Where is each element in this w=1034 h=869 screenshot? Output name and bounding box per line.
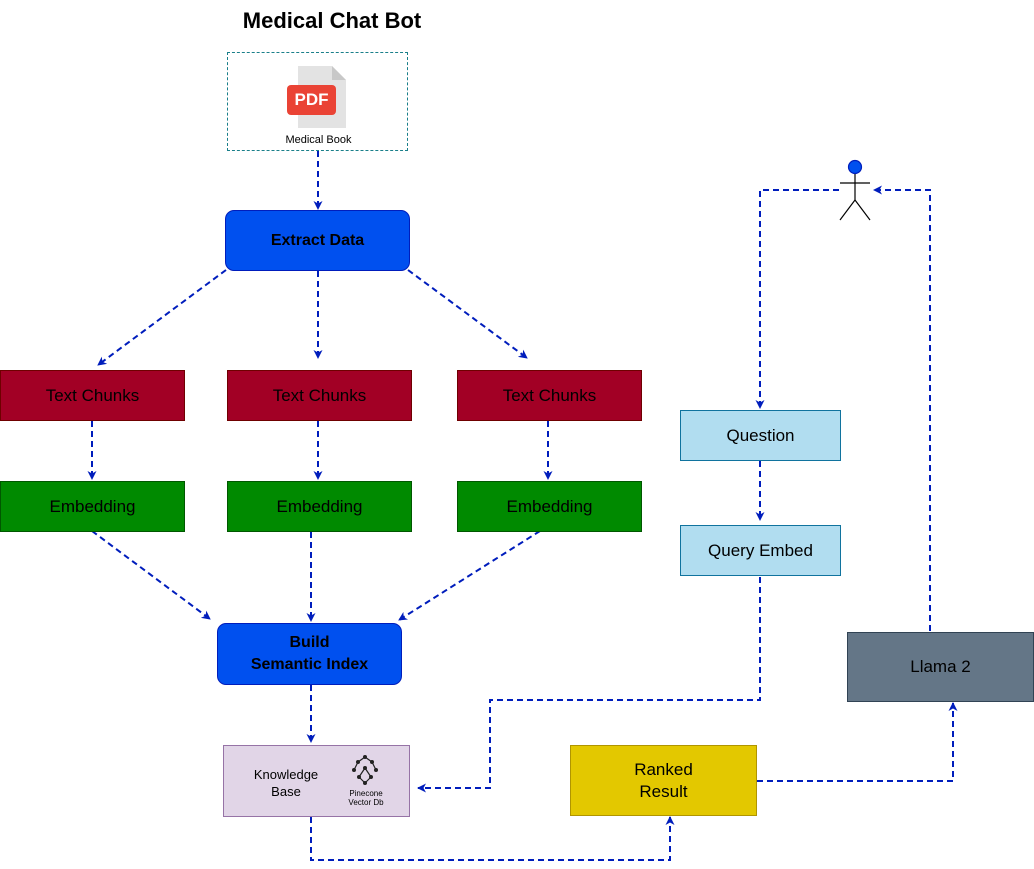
embedding-node-1: Embedding [0,481,185,532]
ranked-result-line-1: Ranked [634,759,693,779]
ranked-result-node: Ranked Result [570,745,757,816]
diagram-title: Medical Chat Bot [242,8,422,33]
text-chunks-node-3: Text Chunks [457,370,642,421]
text-chunks-node-1: Text Chunks [0,370,185,421]
build-semantic-index-node: Build Semantic Index [217,623,402,685]
text-chunks-label-3: Text Chunks [502,385,597,405]
arrow-embed-1-to-index [91,530,211,620]
question-label: Question [726,425,795,445]
knowledge-base-line-1: Knowledge [253,767,319,782]
knowledge-base-label: Knowledge Base [242,766,330,800]
knowledge-base-line-2: Base [271,784,301,799]
arrow-kb-to-ranked [310,816,675,861]
text-chunks-node-2: Text Chunks [227,370,412,421]
embedding-node-2: Embedding [227,481,412,532]
knowledge-base-node: Knowledge Base Pinecone Vector Db [223,745,410,817]
extract-data-label: Extract Data [270,231,365,249]
extract-data-node: Extract Data [225,210,410,271]
llama-2-node: Llama 2 [847,632,1034,702]
medical-book-source: PDF Medical Book [227,52,408,151]
embedding-label-3: Embedding [506,496,593,516]
build-index-line-2: Semantic Index [250,656,369,673]
pinecone-logo-icon [352,755,378,785]
text-chunks-label-1: Text Chunks [45,385,140,405]
person-actor-icon [839,159,871,221]
llama-2-label: Llama 2 [910,657,971,676]
arrow-extract-to-chunk-1 [97,269,227,366]
question-node: Question [680,410,841,461]
arrow-extract-to-chunk-3 [407,269,528,359]
pdf-file-icon: PDF [286,65,348,129]
query-embed-label: Query Embed [708,540,813,560]
arrow-user-to-question [755,189,839,409]
pinecone-vendor-label: Pinecone Vector Db [342,789,390,807]
arrow-ranked-to-llama [757,702,958,782]
embedding-node-3: Embedding [457,481,642,532]
embedding-label-2: Embedding [276,496,363,516]
ranked-result-line-2: Result [639,781,688,801]
pdf-badge: PDF [294,90,329,109]
query-embed-node: Query Embed [680,525,841,576]
medical-book-caption: Medical Book [285,134,352,146]
pinecone-line-2: Vector Db [348,798,384,807]
build-index-line-1: Build [289,634,330,651]
arrow-llama-to-user [873,185,931,631]
text-chunks-label-2: Text Chunks [272,385,367,405]
arrow-embed-3-to-index [398,530,541,621]
pinecone-line-1: Pinecone [349,789,383,798]
arrow-query-to-kb [417,577,761,793]
embedding-label-1: Embedding [49,496,136,516]
